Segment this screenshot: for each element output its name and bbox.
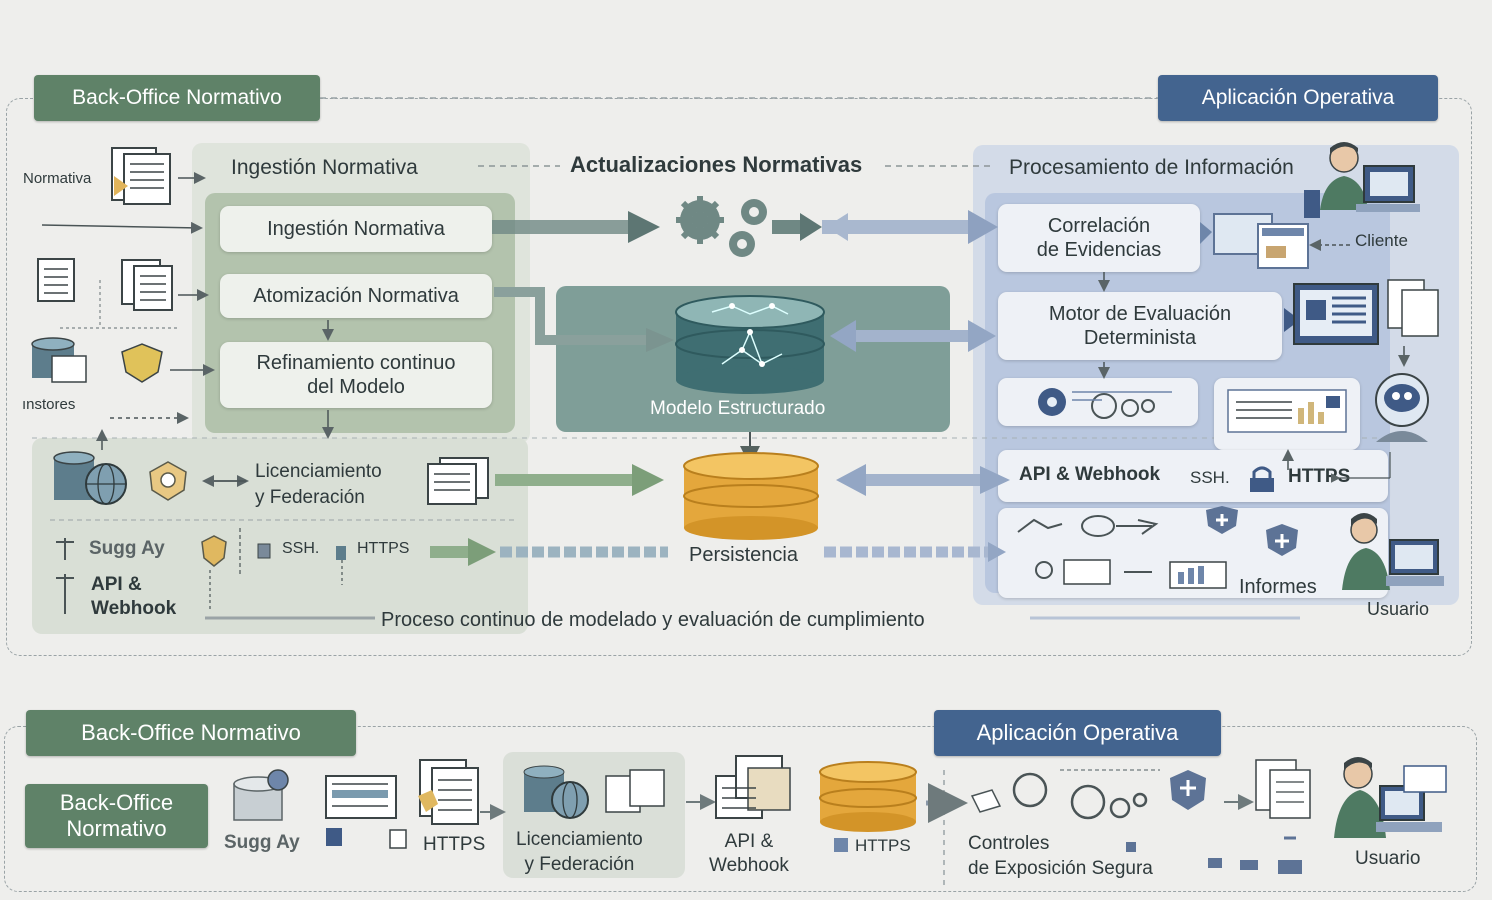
bottom-frame <box>4 726 1477 892</box>
cliente-label: Cliente <box>1355 231 1408 250</box>
normativa-label: Normativa <box>23 170 92 187</box>
ingestion-header: Ingestión Normativa <box>231 156 418 179</box>
database-network-icon <box>675 295 825 394</box>
api-box <box>998 450 1388 502</box>
shield-badge-icon <box>121 343 163 383</box>
ssh-left-label: SSH. <box>282 540 320 557</box>
bottom-sugg-label: Sugg Ay <box>224 832 300 853</box>
licencia-docs-icon <box>427 457 489 505</box>
gears-icon <box>676 196 767 257</box>
api-webhook-left-label: API & Webhook <box>91 574 177 619</box>
licenciamiento-label: Licenciamiento y Federación <box>255 461 382 508</box>
lock-icon <box>1250 466 1274 492</box>
correlacion-box[interactable]: Correlación de Evidencias <box>998 204 1200 272</box>
bottom-licenciamiento-label: Licenciamiento y Federación <box>516 829 643 875</box>
correlacion-screens-icon <box>1213 213 1309 269</box>
footer-caption: Proceso continuo de modelado y evaluació… <box>381 609 925 631</box>
robot-icon <box>1375 373 1429 442</box>
database-icon <box>31 337 87 383</box>
instores-label: ınstores <box>22 396 76 413</box>
motor-monitor-icon <box>1293 279 1439 345</box>
bottom-https2-label: HTTPS <box>855 836 911 855</box>
aplicacion-tag: Aplicación Operativa <box>1158 75 1438 121</box>
pipeline-ingestion[interactable]: Ingestión Normativa <box>220 206 492 252</box>
procesamiento-header: Procesamiento de Información <box>1009 156 1294 179</box>
cliente-person-icon <box>1304 142 1420 218</box>
backoffice-tag: Back-Office Normativo <box>34 75 320 121</box>
security-icons <box>56 535 346 614</box>
api-webhook-right-label: API & Webhook <box>1019 464 1161 485</box>
actualizaciones-label: Actualizaciones Normativas <box>570 152 863 177</box>
persistencia-label: Persistencia <box>689 544 798 566</box>
pipeline-refinamiento[interactable]: Refinamiento continuo del Modelo <box>220 342 492 408</box>
documents-stack-icon <box>121 259 173 311</box>
motor-box[interactable]: Motor de Evaluación Determinista <box>998 292 1282 360</box>
bottom-backoffice-tag: Back-Office Normativo <box>26 710 356 756</box>
pipeline-atomizacion[interactable]: Atomización Normativa <box>220 274 492 318</box>
informes-label: Informes <box>1239 576 1317 598</box>
sugg-label: Sugg Ay <box>89 538 165 559</box>
bottom-backoffice-box[interactable]: Back-Office Normativo <box>25 784 208 848</box>
persistencia-db-icon <box>683 452 819 540</box>
bottom-api-webhook-label: API & Webhook <box>709 831 789 876</box>
bottom-https1-label: HTTPS <box>423 834 486 855</box>
document-icon <box>37 258 75 302</box>
gears-box <box>998 378 1198 426</box>
gears-right-icon <box>1038 388 1172 419</box>
database-globe-icon <box>53 451 127 505</box>
modelo-label: Modelo Estructurado <box>650 398 826 419</box>
usuario-label: Usuario <box>1367 599 1430 619</box>
report-chart-icon <box>1227 389 1347 433</box>
bottom-usuario-label: Usuario <box>1355 848 1421 869</box>
https-left-label: HTTPS <box>357 540 410 557</box>
flows-icons <box>1017 506 1298 589</box>
usuario-person-icon <box>1342 513 1444 590</box>
bottom-controles-label: Controles de Exposición Segura <box>968 833 1153 879</box>
bottom-aplicacion-tag: Aplicación Operativa <box>934 710 1221 756</box>
ssh-right-label: SSH. <box>1190 468 1230 487</box>
normativa-document-icon <box>111 147 171 205</box>
badge-icon <box>149 461 187 501</box>
